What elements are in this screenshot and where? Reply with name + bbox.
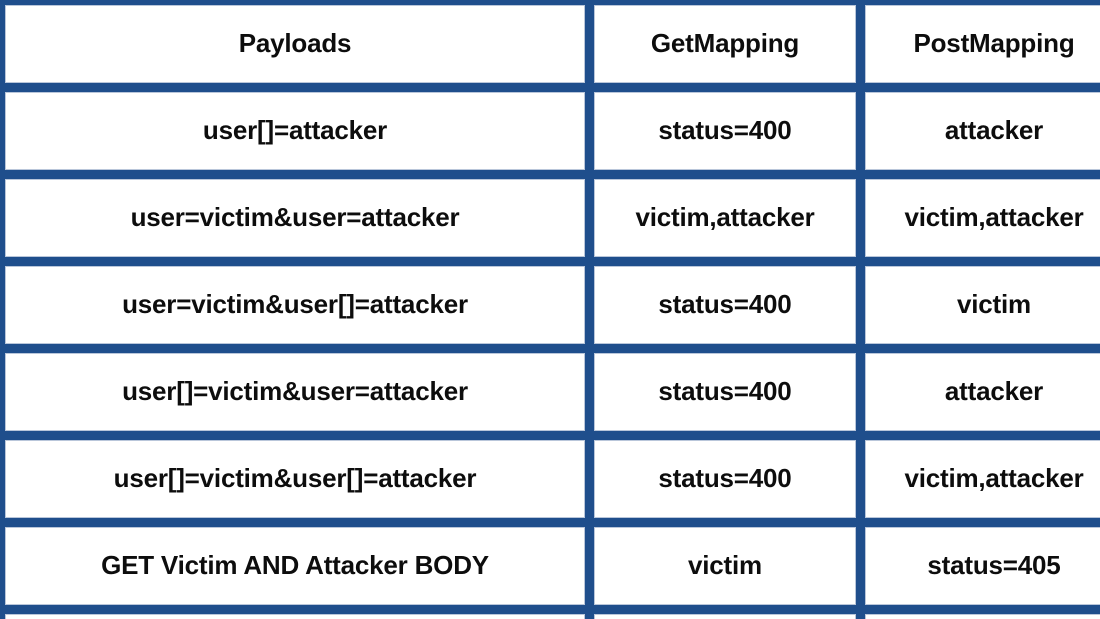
column-header-postmapping-label: PostMapping [913,28,1075,59]
table-row: status=405 [865,527,1100,605]
column-header-getmapping: GetMapping [594,5,856,83]
column-header-payloads: Payloads [5,5,585,83]
table-row: status=400 [594,266,856,344]
table-row: GET Victim AND Attacker BODY [5,527,585,605]
cell-post-mapping: victim [957,289,1031,320]
cell-post-mapping: victim,attacker [904,463,1084,494]
table-row: status=400 [594,92,856,170]
column-header-payloads-label: Payloads [238,28,352,59]
table-row: user[]=victim&user[]=attacker [5,440,585,518]
cell-payload: GET Victim AND Attacker BODY [101,550,489,581]
table-row: attacker,victim [865,614,1100,619]
column-header-postmapping: PostMapping [865,5,1100,83]
table-row: attacker [865,92,1100,170]
table-row: status=400 [594,440,856,518]
table-row: victim,attacker [865,179,1100,257]
cell-post-mapping: victim,attacker [904,202,1084,233]
table-row: user=victim&user[]=attacker [5,266,585,344]
table-row: victim [594,527,856,605]
table-row: victim,attacker [865,440,1100,518]
column-header-getmapping-label: GetMapping [650,28,800,59]
table-row: user[]=attacker [5,92,585,170]
cell-post-mapping: attacker [944,115,1044,146]
table-row: POST Victim AND Attacker Query [5,614,585,619]
cell-get-mapping: status=400 [658,463,792,494]
cell-post-mapping: attacker [944,376,1044,407]
table-row: user=victim&user=attacker [5,179,585,257]
cell-get-mapping: victim [688,550,762,581]
cell-payload: user[]=victim&user[]=attacker [113,463,477,494]
cell-payload: user[]=victim&user=attacker [122,376,468,407]
table-row: victim,attacker [594,179,856,257]
cell-get-mapping: status=400 [658,289,792,320]
cell-get-mapping: status=400 [658,376,792,407]
cell-get-mapping: victim,attacker [635,202,815,233]
table-row: user[]=victim&user=attacker [5,353,585,431]
table-row: status=400 [594,353,856,431]
cell-payload: user=victim&user[]=attacker [122,289,468,320]
cell-post-mapping: status=405 [927,550,1061,581]
cell-payload: user=victim&user=attacker [130,202,460,233]
cell-get-mapping: status=400 [658,115,792,146]
cell-payload: user[]=attacker [202,115,388,146]
table-row: victim [865,266,1100,344]
table-row: attacker [865,353,1100,431]
table-row: status=405 [594,614,856,619]
